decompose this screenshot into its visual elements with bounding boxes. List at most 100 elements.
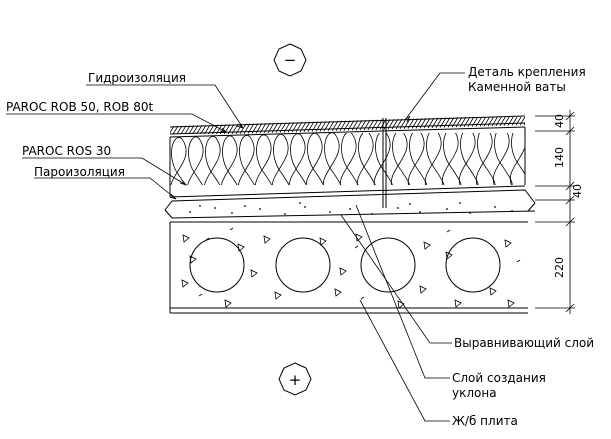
aggregate-mark	[263, 235, 271, 244]
aggregate-dot	[409, 203, 411, 205]
hatch-line	[387, 119, 395, 130]
dim-slab: 220	[553, 257, 566, 278]
left-leaders	[6, 84, 244, 200]
aggregate-dot	[329, 211, 331, 213]
aggregate-mark	[504, 239, 512, 248]
wool-loop	[322, 133, 342, 185]
hatch-line	[299, 121, 307, 133]
aggregate-dot	[446, 208, 448, 210]
wool-loop	[492, 133, 513, 185]
hatch-line	[419, 118, 427, 129]
aggregate-mark	[445, 251, 453, 260]
hatch-line	[439, 117, 447, 128]
hatch-line	[371, 119, 379, 130]
hatch-line	[411, 118, 419, 129]
hatch-line	[323, 121, 331, 132]
label-vapor-barrier: Пароизоляция	[34, 165, 125, 179]
aggregate-mark	[397, 300, 405, 309]
hatch-line	[399, 118, 407, 130]
hatch-line	[271, 122, 279, 134]
aggregate-mark	[339, 267, 347, 276]
hatch-line	[311, 121, 319, 132]
wool-loop	[306, 133, 325, 185]
wool-loop	[170, 137, 187, 185]
hatch-line	[339, 120, 347, 131]
hatch-line	[528, 115, 534, 125]
hatch-line	[487, 117, 494, 127]
wool-loop	[441, 133, 462, 185]
hatch-line	[331, 120, 339, 132]
dim-middle-layer: 140	[553, 147, 566, 168]
aggregate-mark	[250, 269, 258, 278]
hatch-line	[355, 120, 363, 131]
aggregate-dot	[299, 202, 301, 204]
hatch-line	[170, 125, 175, 134]
top-waterproof-layer	[169, 115, 534, 138]
aggregate-mark	[181, 279, 189, 288]
hatch-line	[295, 121, 303, 133]
aggregate-tick	[198, 293, 203, 297]
aggregate-dot	[284, 213, 286, 215]
label-paroc-ros: PAROC ROS 30	[22, 144, 111, 158]
hatch-line	[279, 122, 287, 133]
hatch-line	[172, 125, 179, 134]
hatch-line	[455, 117, 463, 128]
aggregate-mark	[454, 299, 462, 308]
hatch-line	[283, 122, 291, 133]
hatch-line	[287, 122, 295, 133]
hatch-line	[259, 123, 267, 134]
hatch-line	[188, 125, 195, 134]
hatch-line	[443, 117, 451, 128]
hatch-line	[391, 118, 399, 130]
hatch-line	[208, 124, 215, 134]
hatch-line	[347, 120, 355, 131]
aggregate-dot	[199, 205, 201, 207]
aggregate-mark	[507, 299, 515, 308]
aggregate-dot	[189, 211, 191, 213]
aggregate-mark	[274, 291, 282, 300]
aggregate-dot	[494, 206, 496, 208]
label-concrete-slab: Ж/б плита	[452, 414, 518, 428]
wool-loop	[255, 134, 273, 185]
hatch-line	[200, 124, 207, 134]
hatch-line	[211, 124, 219, 134]
hatch-line	[507, 117, 514, 126]
hatch-line	[251, 123, 259, 134]
hatch-line	[483, 117, 491, 127]
hatch-line	[383, 119, 391, 130]
hatch-line	[511, 117, 518, 126]
aggregate-dot	[469, 212, 471, 214]
aggregate-dot	[349, 208, 351, 210]
aggregate-dot	[304, 206, 306, 208]
right-leaders	[340, 72, 465, 422]
plus-symbol-text: +	[289, 371, 302, 389]
sloped-screed-layer	[164, 189, 536, 219]
wool-loop	[475, 133, 496, 185]
aggregate-dot	[397, 207, 399, 209]
aggregate-tick	[446, 229, 451, 233]
aggregate-mark	[319, 237, 327, 246]
hatch-line	[223, 124, 231, 134]
aggregate-tick	[205, 237, 210, 241]
hatch-line	[367, 119, 375, 131]
label-paroc-rob: PAROC ROB 50, ROB 80t	[6, 100, 153, 114]
hatch-line	[519, 117, 525, 126]
aggregate-mark	[182, 234, 190, 243]
label-fastener-line2: Каменной ваты	[468, 80, 566, 94]
hatch-line	[176, 125, 183, 134]
hatch-line	[343, 120, 351, 131]
aggregate-tick	[229, 227, 234, 231]
hatch-line	[231, 123, 239, 134]
aggregate-dot	[511, 210, 513, 212]
wool-loop	[204, 136, 221, 185]
hatch-line	[247, 123, 255, 134]
wool-loop	[424, 133, 445, 185]
aggregate-mark	[489, 287, 497, 296]
hatch-line	[463, 117, 471, 128]
wool-loop	[356, 133, 376, 185]
plus-symbol: +	[278, 362, 312, 396]
aggregate-tick	[354, 245, 359, 249]
hatch-line	[180, 125, 187, 134]
wool-loop	[458, 133, 479, 185]
